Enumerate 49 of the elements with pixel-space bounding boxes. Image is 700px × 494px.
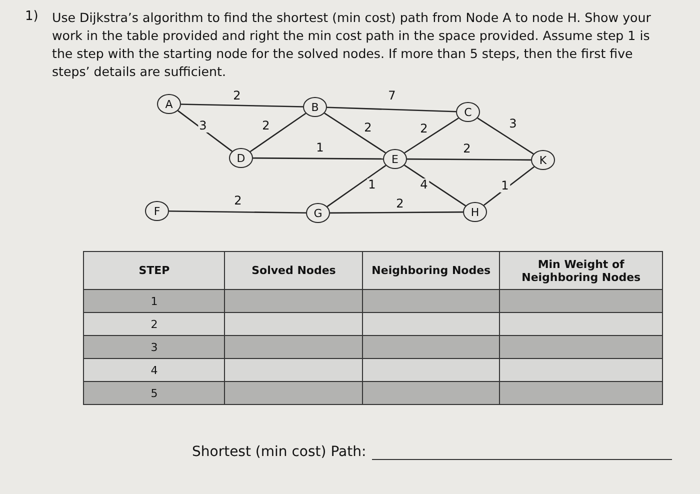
edge-weight: 2 — [261, 120, 271, 132]
edge-weight: 3 — [198, 120, 208, 132]
edge-weight: 1 — [367, 178, 377, 192]
graph-edge — [330, 211, 463, 214]
edge-weight: 3 — [508, 118, 518, 130]
graph-edge — [477, 118, 534, 154]
edge-weight: 7 — [387, 90, 397, 102]
column-header: Solved Nodes — [224, 252, 363, 290]
graph-edge — [178, 110, 232, 152]
edge-weight: 2 — [395, 198, 405, 210]
edge-weight: 2 — [232, 90, 242, 102]
column-header: Min Weight of Neighboring Nodes — [500, 252, 662, 290]
table-cell: 2 — [84, 312, 225, 336]
edge-weight: 1 — [315, 142, 325, 154]
question-number: 1) — [25, 9, 38, 24]
graph-edge — [169, 210, 306, 214]
question-text: Use Dijkstra’s algorithm to find the shortest (min cost) path from Node A to node H. Show your work in the table provided and right the min cost path in the space provided. Assume step 1 is the step with the starting node for the solved nodes. If more than 5 steps, then the first five steps’ details are sufficient. — [52, 9, 652, 81]
table-cell: 1 — [84, 290, 225, 312]
graph-edge — [483, 166, 535, 206]
graph-edge — [404, 118, 459, 154]
table-cell: 4 — [84, 358, 225, 382]
graph-edge — [326, 106, 456, 112]
graph-node-circle: D — [229, 148, 253, 168]
table-cell: 5 — [84, 382, 225, 404]
graph-edge — [250, 112, 306, 152]
edge-weight: 2 — [233, 194, 243, 208]
graph-edge — [324, 112, 386, 154]
graph-node-circle: G — [306, 203, 330, 223]
path-prompt: Shortest (min cost) Path: — [192, 444, 366, 460]
graph-edge — [180, 104, 304, 108]
graph-edge — [326, 164, 386, 208]
graph-edge — [253, 157, 383, 160]
graph-node-circle: C — [456, 102, 480, 122]
edge-weight: 2 — [363, 122, 373, 134]
table-cell: 3 — [84, 336, 225, 358]
edge-weight: 2 — [462, 142, 472, 156]
edge-weight: 4 — [419, 178, 429, 192]
table-cell: STEP — [84, 252, 225, 290]
edge-weight: 1 — [500, 180, 510, 192]
edge-weight: 2 — [419, 122, 429, 136]
column-header: Neighboring Nodes — [362, 252, 500, 290]
graph-edge — [407, 158, 531, 161]
graph-node-circle: H — [463, 202, 487, 222]
graph-node-circle: K — [531, 150, 555, 170]
graph-node-circle: E — [383, 149, 407, 169]
graph-node-circle: F — [145, 201, 169, 221]
graph-node-circle: A — [157, 94, 181, 114]
graph-node-circle: B — [303, 97, 327, 117]
graph-edge — [404, 164, 466, 206]
